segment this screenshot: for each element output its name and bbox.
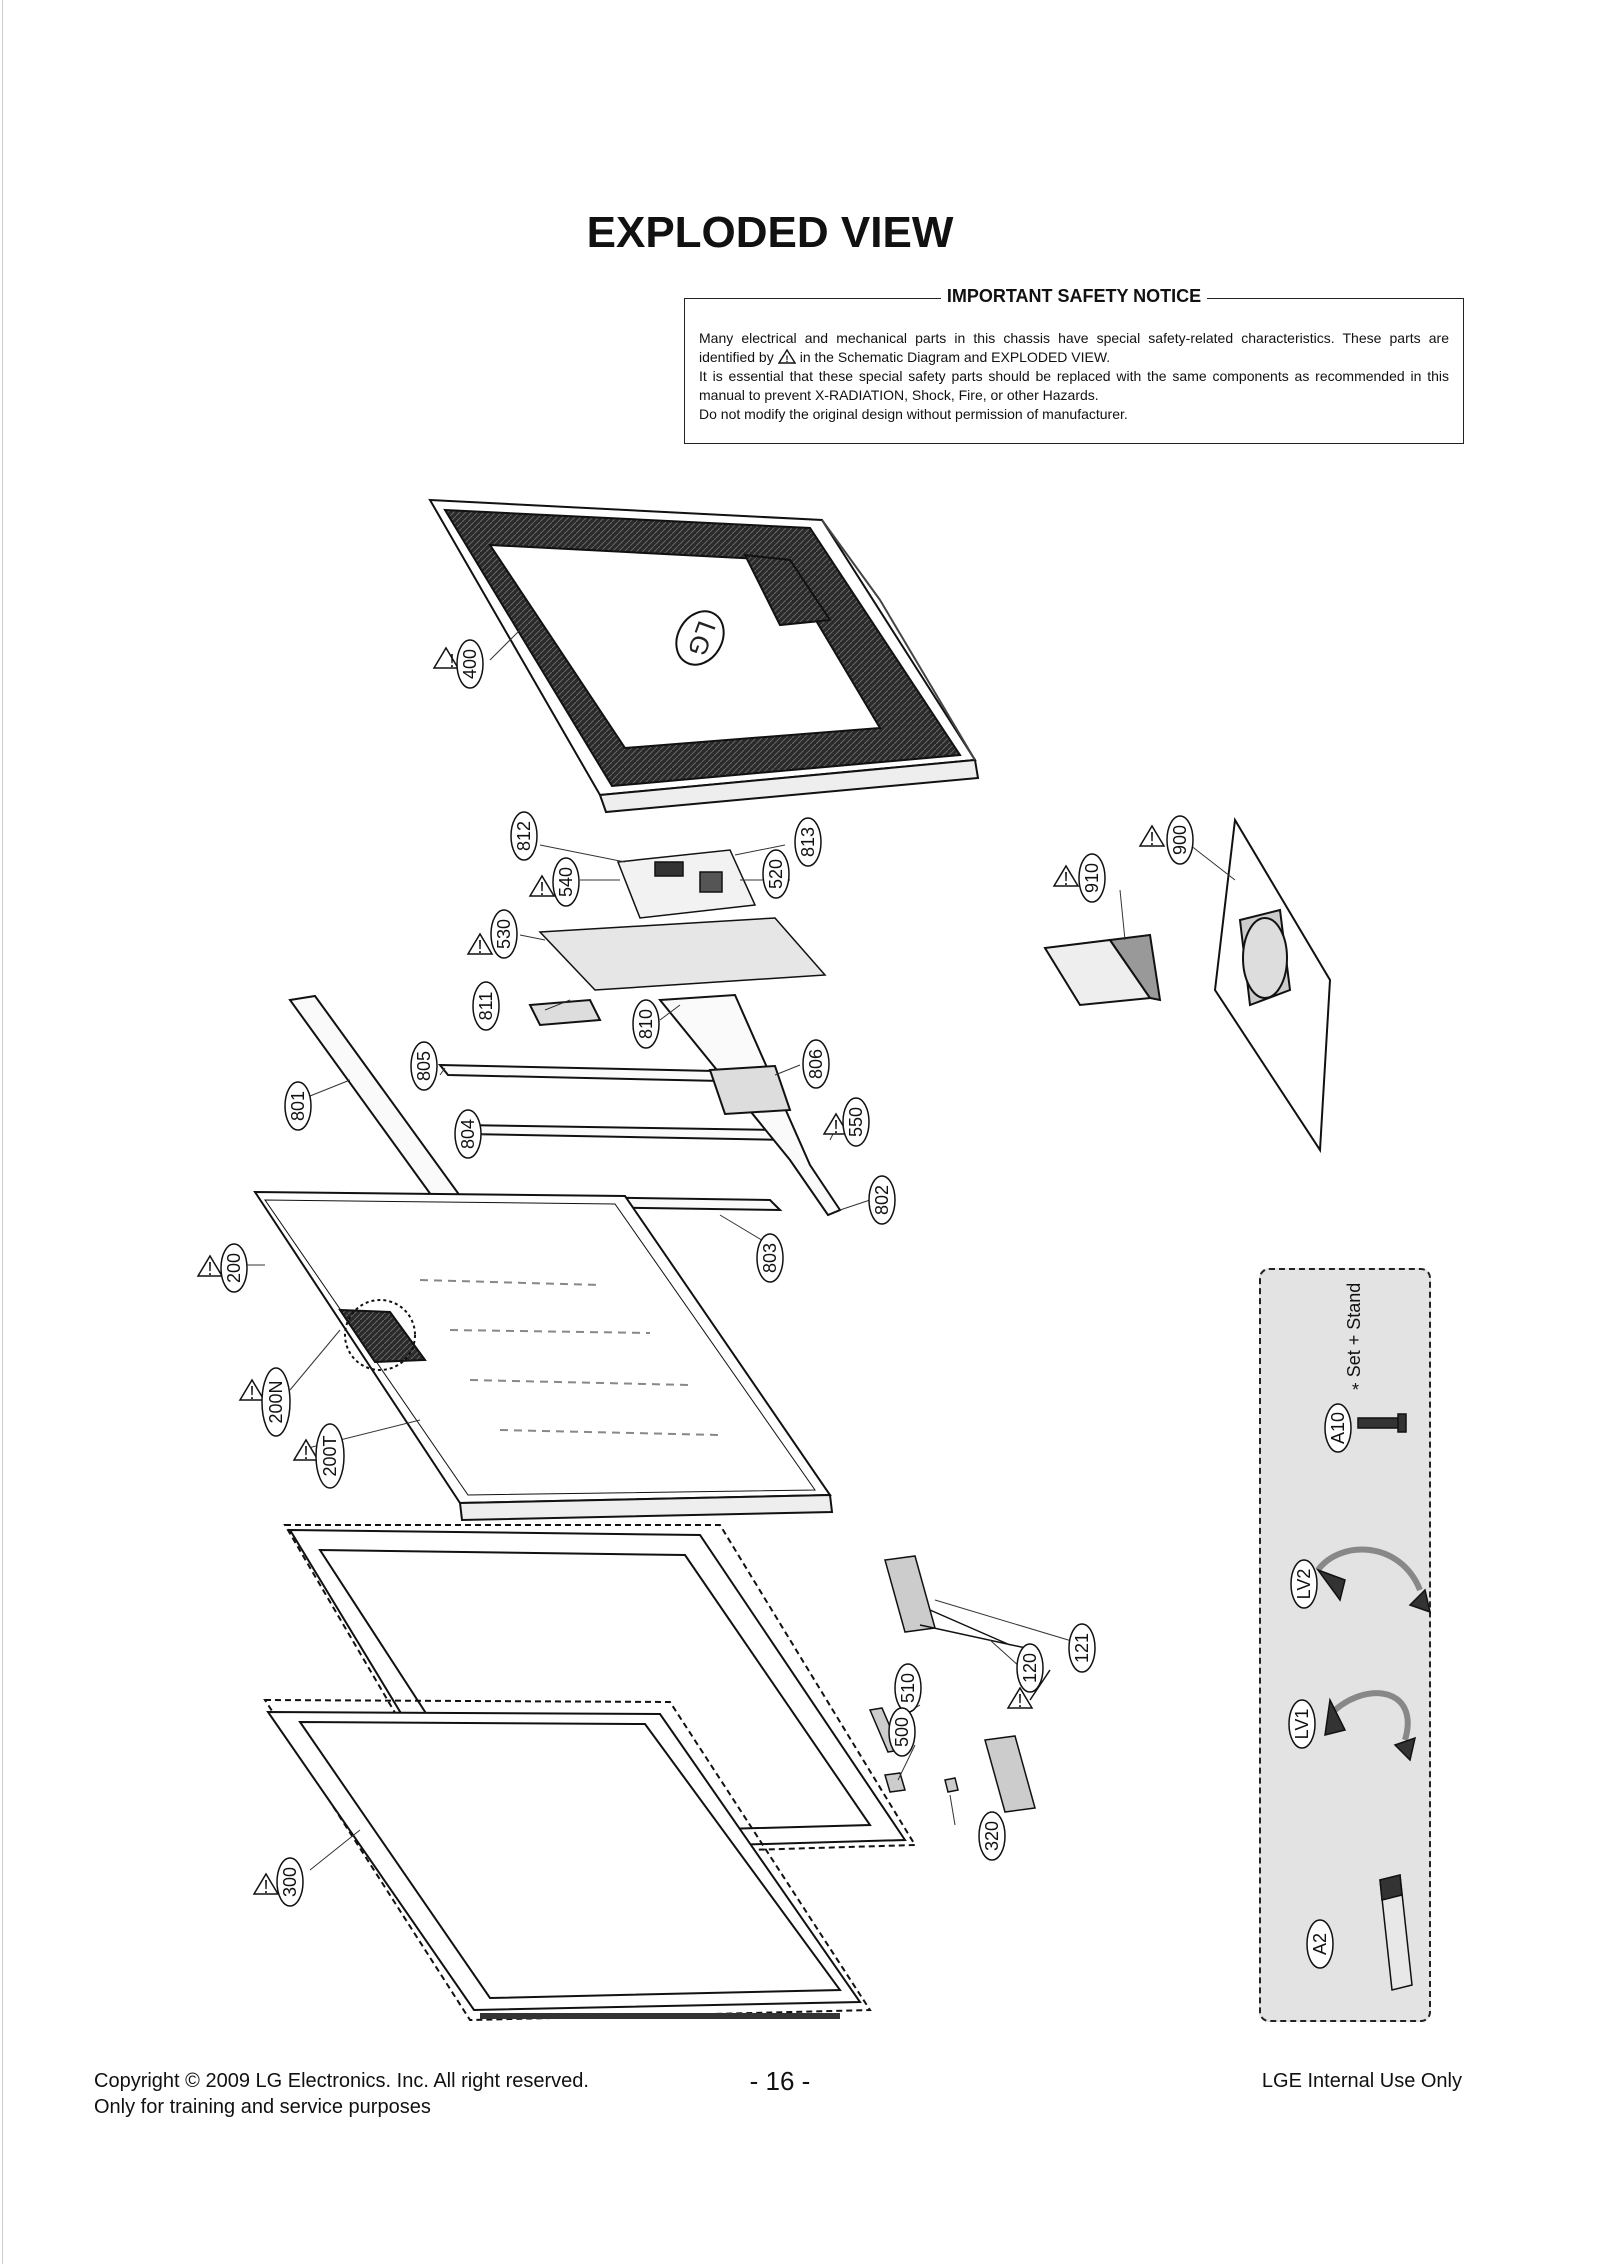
svg-text:802: 802	[872, 1185, 892, 1215]
svg-text:121: 121	[1072, 1633, 1092, 1663]
svg-text:812: 812	[514, 821, 534, 851]
callout-320: 320	[978, 1811, 1006, 1861]
svg-text:320: 320	[982, 1821, 1002, 1851]
svg-text:!: !	[303, 1443, 308, 1463]
safety-notice-title: IMPORTANT SAFETY NOTICE	[940, 286, 1208, 306]
svg-text:530: 530	[494, 919, 514, 949]
panel-chassis	[253, 1190, 834, 1522]
footer-left: Copyright © 2009 LG Electronics. Inc. Al…	[94, 2068, 589, 2120]
svg-text:803: 803	[760, 1243, 780, 1273]
svg-text:!: !	[207, 1259, 212, 1279]
callout-910: ! 910	[1052, 853, 1106, 903]
safety-notice-box: IMPORTANT SAFETY NOTICE Many electrical …	[684, 286, 1464, 444]
svg-text:!: !	[1063, 869, 1068, 889]
notice-line1b: in the Schematic Diagram and EXPLODED VI…	[799, 349, 1111, 365]
svg-text:540: 540	[556, 867, 576, 897]
svg-text:806: 806	[806, 1049, 826, 1079]
callout-500: 500	[888, 1707, 916, 1757]
accessory-lv2: LV2	[1290, 1546, 1432, 1614]
callout-804: 804	[454, 1109, 482, 1159]
svg-text:804: 804	[458, 1119, 478, 1149]
front-bezel	[263, 1524, 917, 2022]
page-edge	[2, 0, 3, 2264]
svg-text:520: 520	[766, 859, 786, 889]
notice-line1a: Many electrical and mechanical parts in …	[699, 330, 1449, 365]
callout-530: ! 530	[466, 909, 518, 959]
notice-line2: It is essential that these special safet…	[699, 368, 1449, 403]
svg-text:*: *	[1352, 1380, 1359, 1400]
svg-text:!: !	[249, 1383, 254, 1403]
svg-text:200T: 200T	[320, 1435, 340, 1476]
callout-540: ! 540	[528, 857, 580, 907]
svg-text:!: !	[1017, 1691, 1022, 1711]
svg-text:LV2: LV2	[1294, 1569, 1314, 1600]
footer-training-note: Only for training and service purposes	[94, 2096, 431, 2118]
callout-810: 810	[632, 999, 660, 1049]
callout-200t: ! 200T	[292, 1423, 345, 1489]
callout-200: ! 200	[196, 1243, 248, 1293]
footer-copyright: Copyright © 2009 LG Electronics. Inc. Al…	[94, 2070, 589, 2092]
svg-text:813: 813	[798, 827, 818, 857]
svg-text:811: 811	[476, 992, 496, 1021]
callout-812: 812	[510, 811, 538, 861]
svg-text:900: 900	[1170, 825, 1190, 855]
a10-note: Set + Stand	[1344, 1283, 1364, 1378]
page-title: EXPLODED VIEW	[586, 208, 954, 257]
main-board	[616, 849, 757, 919]
svg-text:810: 810	[636, 1009, 656, 1039]
accessory-lv1: LV1	[1288, 1690, 1417, 1762]
safety-notice-body: Many electrical and mechanical parts in …	[699, 329, 1449, 424]
svg-text:200N: 200N	[266, 1380, 286, 1423]
svg-text:!: !	[263, 1877, 268, 1897]
page-number: - 16 -	[749, 2066, 811, 2096]
callout-400: ! 400	[432, 639, 484, 689]
svg-text:!: !	[1149, 829, 1154, 849]
callout-811: 811	[472, 981, 500, 1031]
svg-text:LV1: LV1	[1292, 1709, 1312, 1740]
svg-text:!: !	[449, 651, 454, 671]
svg-text:510: 510	[898, 1673, 918, 1703]
svg-text:400: 400	[460, 649, 480, 679]
callout-200n: ! 200N	[238, 1367, 291, 1437]
callout-900: ! 900	[1138, 815, 1194, 865]
screw-icon	[1357, 1417, 1403, 1429]
callout-120: ! 120	[1006, 1643, 1044, 1711]
svg-text:500: 500	[892, 1717, 912, 1747]
svg-text:120: 120	[1020, 1653, 1040, 1683]
callout-510: 510	[894, 1663, 922, 1713]
power-board	[538, 917, 827, 991]
svg-text:550: 550	[846, 1107, 866, 1137]
callout-802: 802	[868, 1175, 896, 1225]
accessory-a10: A10 * Set + Stand	[1324, 1283, 1407, 1453]
notice-line3: Do not modify the original design withou…	[699, 406, 1128, 422]
callout-803: 803	[756, 1233, 784, 1283]
svg-text:!: !	[785, 354, 788, 364]
callout-805: 805	[410, 1041, 438, 1091]
callout-806: 806	[802, 1039, 830, 1089]
stand-assembly	[1043, 816, 1332, 1154]
callout-550: ! 550	[822, 1097, 870, 1147]
svg-text:A2: A2	[1310, 1933, 1330, 1955]
svg-text:805: 805	[414, 1051, 434, 1081]
svg-text:200: 200	[224, 1253, 244, 1283]
svg-text:A10: A10	[1328, 1412, 1348, 1444]
svg-text:!: !	[833, 1117, 838, 1137]
callout-813: 813	[794, 817, 822, 867]
svg-text:!: !	[539, 879, 544, 899]
back-cover: LG	[428, 498, 980, 814]
callout-520: 520	[762, 849, 790, 899]
callout-300: ! 300	[252, 1857, 304, 1907]
accessory-a2: A2	[1306, 1874, 1413, 1991]
callout-121: 121	[1068, 1623, 1096, 1673]
footer-internal-use: LGE Internal Use Only	[1261, 2070, 1462, 2092]
callout-801: 801	[284, 1081, 312, 1131]
warning-triangle-icon: !	[777, 349, 796, 364]
svg-text:300: 300	[280, 1867, 300, 1897]
svg-text:910: 910	[1082, 863, 1102, 893]
svg-text:!: !	[477, 937, 482, 957]
svg-text:801: 801	[288, 1091, 308, 1121]
part-callouts: ! 400 812 813 520 ! 540 ! 530 811 810 805 8…	[196, 639, 1194, 1907]
